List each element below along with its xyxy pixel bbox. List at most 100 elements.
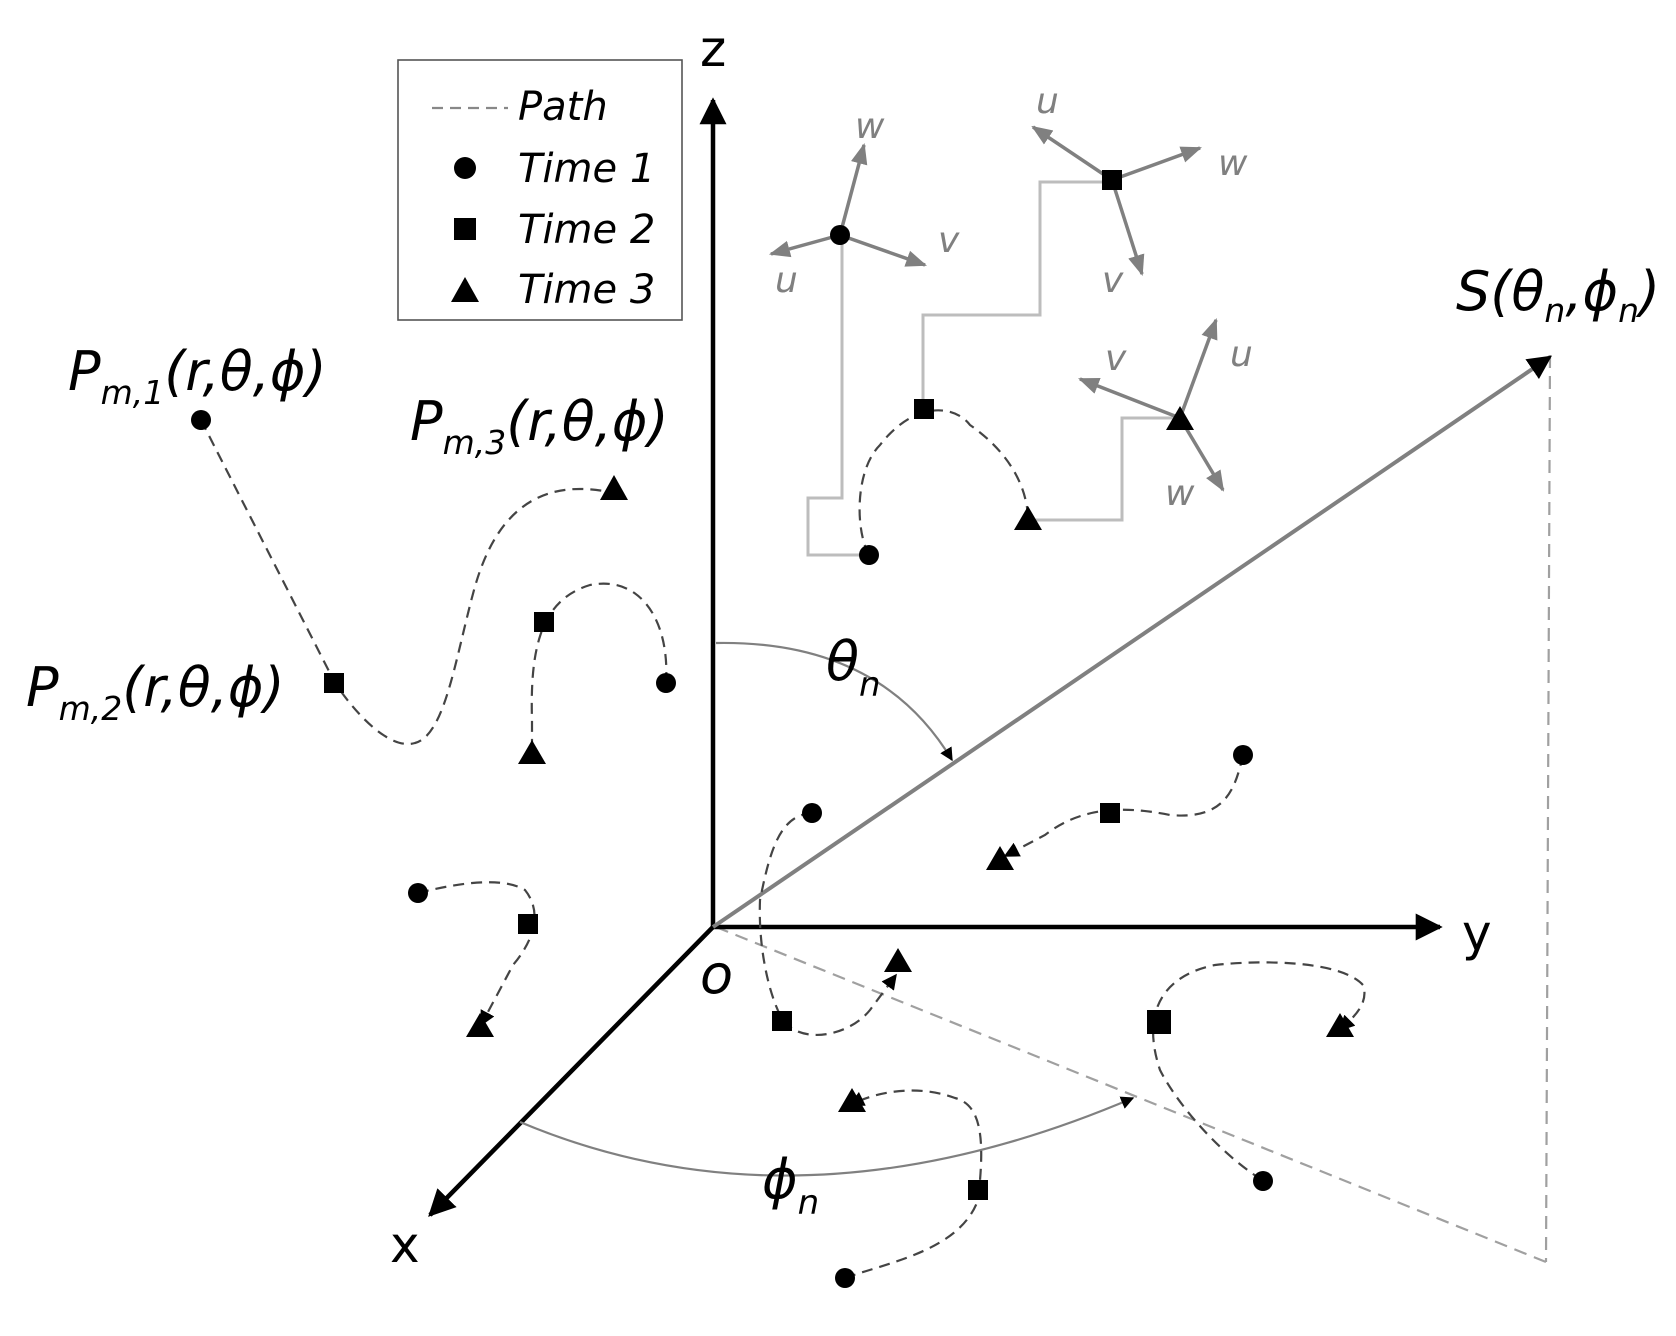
point-label-p1: Pm,1(r,θ,ϕ) [68, 340, 327, 412]
staircase-path [806, 238, 868, 557]
time1-marker [859, 545, 879, 565]
direction-ray-s [711, 355, 1552, 929]
p1-base: P [68, 340, 101, 403]
time1-markers [191, 225, 1273, 1288]
trajectory-p [200, 419, 615, 746]
legend-item-time3: Time 3 [451, 267, 655, 313]
time2-markers [324, 170, 1171, 1200]
s-theta-sub: n [1544, 291, 1565, 330]
theta-label: θn [826, 630, 881, 705]
time2-marker [534, 612, 554, 632]
phi-symbol: ϕ [762, 1148, 798, 1211]
p1-args: (r,θ,ϕ) [164, 340, 326, 403]
legend-triangle-swatch [451, 277, 479, 302]
y-axis-label: y [1462, 904, 1492, 962]
time3-marker [1326, 1013, 1354, 1037]
p3-subscript: m,3 [443, 423, 507, 462]
point-label-p3: Pm,3(r,θ,ϕ) [410, 390, 669, 462]
theta-symbol: θ [826, 630, 859, 693]
time2-marker [914, 399, 934, 419]
x-axis-label: x [390, 1216, 420, 1274]
time3-marker [1014, 506, 1042, 530]
legend-square-swatch [454, 218, 476, 240]
trajectory-path [417, 881, 536, 1027]
time1-marker [191, 410, 211, 430]
u-label: u [775, 260, 798, 301]
trajectory-path [758, 811, 897, 1036]
time3-marker [838, 1088, 866, 1112]
time2-marker [968, 1180, 988, 1200]
projection-line-xy [715, 925, 1547, 1264]
time3-marker [884, 948, 912, 972]
legend-item-path: Path [432, 84, 608, 130]
p2-subscript: m,2 [59, 689, 123, 728]
trajectory-center-lower [758, 811, 897, 1036]
legend-item-time2: Time 2 [454, 207, 655, 253]
s-sep: , [1565, 260, 1582, 323]
w-label: w [1218, 143, 1248, 184]
v-label: v [1105, 338, 1127, 379]
v-vector [1078, 377, 1181, 420]
p1-subscript: m,1 [101, 373, 165, 412]
time2-marker [1147, 1010, 1171, 1034]
legend-circle-swatch [454, 157, 476, 179]
time2-marker [772, 1011, 792, 1031]
v-label: v [938, 220, 960, 261]
phi-arc [519, 1096, 1135, 1177]
s-direction-label: S(θn,ϕn) [1456, 260, 1660, 330]
p2-base: P [26, 656, 59, 719]
time1-marker [835, 1268, 855, 1288]
time3-marker [466, 1013, 494, 1037]
staircase-path [1028, 416, 1178, 522]
time2-marker [1102, 170, 1122, 190]
theta-arc [715, 641, 953, 762]
v-label: v [1102, 260, 1124, 301]
legend-label-path: Path [518, 84, 608, 130]
s-theta: θ [1511, 260, 1544, 323]
trajectory-upper-center [858, 409, 1030, 556]
trajectory-path [200, 419, 615, 746]
w-vector [838, 142, 868, 236]
trajectory-path [858, 409, 1030, 556]
legend: Path Time 1 Time 2 Time 3 [397, 59, 683, 321]
theta-subscript: n [859, 665, 881, 705]
trajectory-path [530, 582, 668, 750]
p2-args: (r,θ,ϕ) [122, 656, 284, 719]
staircase-path [921, 180, 1112, 408]
legend-label-time1: Time 1 [518, 146, 655, 192]
time3-marker [518, 740, 546, 764]
time2-marker [1100, 803, 1120, 823]
time1-marker [408, 883, 428, 903]
time1-marker [1233, 745, 1253, 765]
time1-marker [656, 673, 676, 693]
u-vector [1178, 318, 1218, 419]
w-label: w [855, 106, 885, 147]
projection-line-vertical [1544, 354, 1552, 1263]
phi-label: ϕn [762, 1148, 819, 1223]
trajectory-right-lower [1151, 961, 1366, 1181]
legend-label-time3: Time 3 [518, 267, 655, 313]
time2-marker [518, 914, 538, 934]
time3-marker [986, 846, 1014, 870]
trajectory-left-lower [417, 881, 536, 1027]
v-vector [1110, 179, 1145, 277]
s-close: ) [1635, 260, 1660, 323]
trajectory-right-upper [1003, 754, 1245, 857]
u-label: u [1036, 81, 1059, 122]
orientation-frame-3: u v w [1078, 318, 1253, 514]
time1-marker [1253, 1171, 1273, 1191]
w-label: w [1165, 473, 1195, 514]
legend-label-time2: Time 2 [518, 207, 655, 253]
time3-markers [466, 406, 1354, 1112]
time1-marker [802, 803, 822, 823]
s-phi: ϕ [1583, 260, 1619, 323]
w-vector [1111, 146, 1202, 182]
trajectory-path [1003, 754, 1245, 857]
trajectory-mid-left [530, 582, 668, 750]
x-axis [428, 925, 715, 1217]
z-axis-label: z [700, 20, 726, 78]
v-vector [839, 233, 927, 267]
legend-box [397, 59, 683, 321]
u-vector [768, 233, 841, 258]
